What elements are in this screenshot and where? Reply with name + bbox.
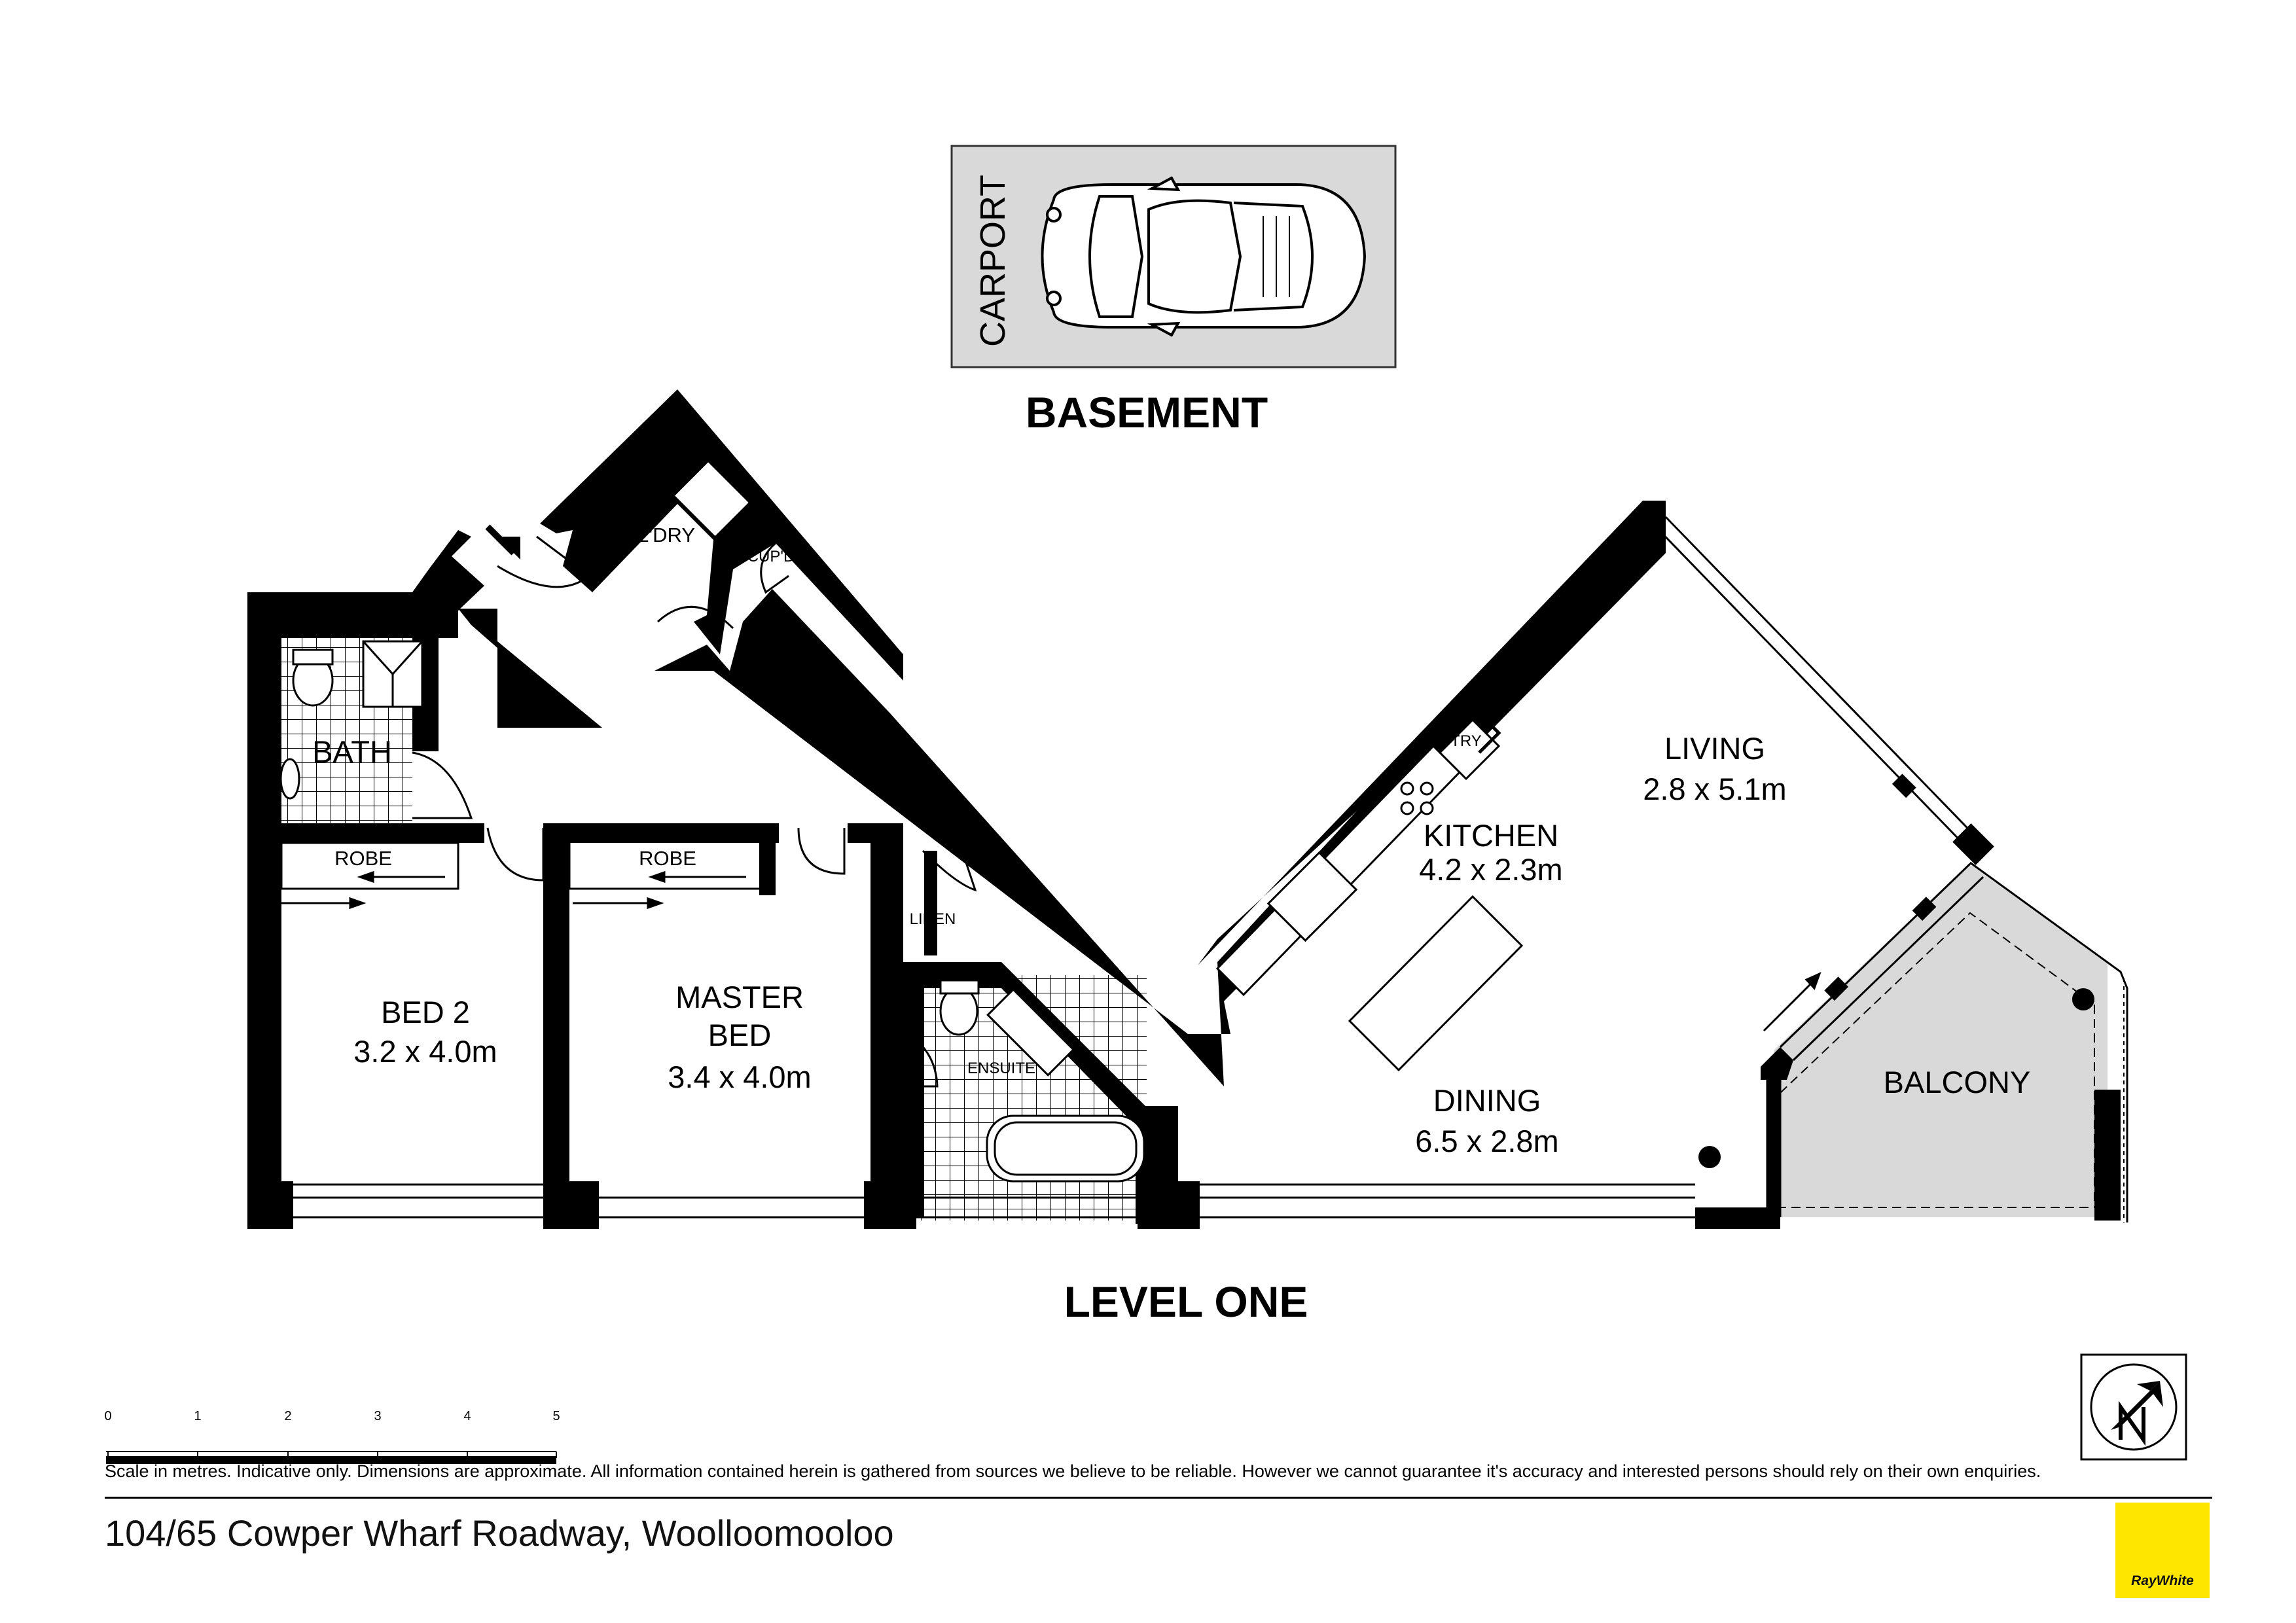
- master-name-1: MASTER: [675, 980, 804, 1014]
- living-name: LIVING: [1664, 731, 1765, 766]
- pantry-label: PTRY: [1440, 732, 1482, 750]
- balcony-area: [1774, 861, 2128, 1222]
- laundry-label: L'DRY: [637, 524, 695, 546]
- property-address: 104/65 Cowper Wharf Roadway, Woolloomool…: [105, 1512, 894, 1554]
- scale-tick-2: 2: [284, 1409, 291, 1423]
- linen-label: LINEN: [910, 910, 956, 928]
- basement-heading: BASEMENT: [1026, 388, 1268, 437]
- balcony-slider-arrow: [1763, 972, 1821, 1032]
- pantry: [1432, 704, 1501, 754]
- north-compass-icon: [2080, 1353, 2187, 1461]
- windows: [293, 516, 1984, 1219]
- balcony-label: BALCONY: [1884, 1065, 2031, 1099]
- carport: CARPORT: [950, 145, 1397, 368]
- bed2-name: BED 2: [381, 995, 470, 1029]
- fixtures: [279, 459, 1145, 1183]
- ensuite-label: ENSUITE: [967, 1060, 1035, 1077]
- cupboard-label: CUP'D: [747, 548, 795, 565]
- walls: [247, 389, 1780, 1229]
- bath-label: BATH: [312, 734, 392, 769]
- carport-label: CARPORT: [973, 175, 1013, 347]
- scale-tick-1: 1: [194, 1409, 201, 1423]
- kitchen-name: KITCHEN: [1424, 818, 1558, 853]
- dining-name: DINING: [1433, 1083, 1541, 1118]
- robe-label-master: ROBE: [639, 847, 696, 870]
- disclaimer-text: Scale in metres. Indicative only. Dimens…: [105, 1461, 2041, 1481]
- master-size: 3.4 x 4.0m: [668, 1060, 811, 1094]
- kitchen-size: 4.2 x 2.3m: [1419, 852, 1562, 887]
- master-name-2: BED: [708, 1018, 772, 1052]
- dining-size: 6.5 x 2.8m: [1415, 1124, 1558, 1158]
- scale-tick-3: 3: [374, 1409, 381, 1423]
- divider: [105, 1497, 2212, 1499]
- robe-doors: [280, 842, 759, 890]
- level-heading: LEVEL ONE: [1064, 1277, 1308, 1326]
- raywhite-logo: RayWhite: [2115, 1503, 2210, 1598]
- scale-tick-0: 0: [104, 1409, 111, 1423]
- wall-pillars: [1698, 774, 1994, 1168]
- kitchen-bench: [1215, 718, 1524, 1072]
- living-size: 2.8 x 5.1m: [1643, 772, 1786, 806]
- scale-tick-4: 4: [463, 1409, 471, 1423]
- doors: [412, 535, 977, 1088]
- robe-label-bed2: ROBE: [334, 847, 392, 870]
- robe-arrows: [281, 870, 746, 910]
- bed2-size: 3.2 x 4.0m: [353, 1034, 497, 1069]
- car-icon: [1041, 176, 1367, 337]
- brand-name: RayWhite: [2131, 1573, 2194, 1588]
- entry-arrow-icon: [485, 524, 520, 560]
- scale-tick-5: 5: [552, 1409, 560, 1423]
- scale-bar: 0 1 2 3 4 5: [104, 1409, 560, 1464]
- room-labels: L'DRY CUP'D BATH ROBE ROBE LINEN ENSUITE…: [312, 524, 2030, 1158]
